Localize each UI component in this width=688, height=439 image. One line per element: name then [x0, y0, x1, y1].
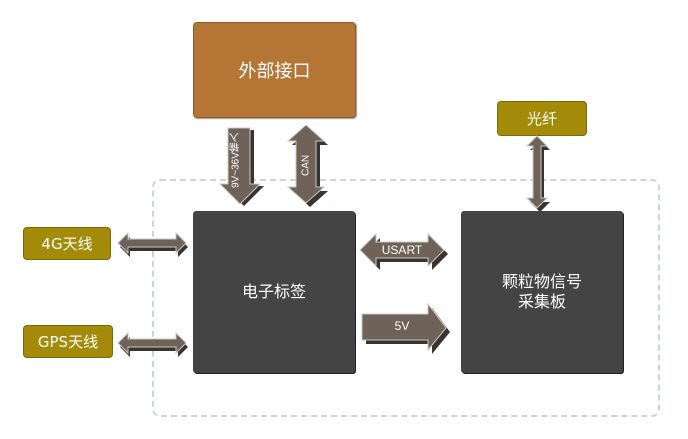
electronic-tag-label: 电子标签 — [241, 282, 306, 301]
system-boundary — [152, 179, 660, 417]
particulate-board-block: 颗粒物信号 采集板 — [461, 211, 623, 373]
usart-arrow — [359, 232, 448, 270]
fiber-label: 光纤 — [526, 110, 557, 128]
link-fiber-arrow — [525, 135, 550, 212]
can-label: CAN — [300, 154, 312, 176]
link-gps-arrow — [117, 331, 188, 357]
particulate-board-label-line1: 颗粒物信号 — [501, 272, 582, 291]
power-input-arrow — [218, 127, 264, 206]
antenna-4g-label: 4G天线 — [41, 235, 93, 253]
antenna-gps-tag: GPS天线 — [23, 325, 113, 358]
link-4g-arrow — [117, 231, 188, 257]
power-5v-arrow — [361, 302, 450, 354]
power-input-label: 9V~36V输入 — [230, 132, 242, 188]
antenna-4g-tag: 4G天线 — [23, 227, 111, 260]
fiber-tag: 光纤 — [497, 101, 587, 136]
electronic-tag-block: 电子标签 — [193, 211, 355, 373]
usart-label: USART — [381, 243, 423, 257]
external-interface-label: 外部接口 — [238, 61, 311, 82]
external-interface-block: 外部接口 — [193, 22, 356, 118]
particulate-board-label-line2: 采集板 — [517, 292, 566, 311]
can-arrow — [286, 124, 328, 207]
antenna-gps-label: GPS天线 — [37, 333, 99, 351]
power-5v-label: 5V — [394, 319, 410, 333]
